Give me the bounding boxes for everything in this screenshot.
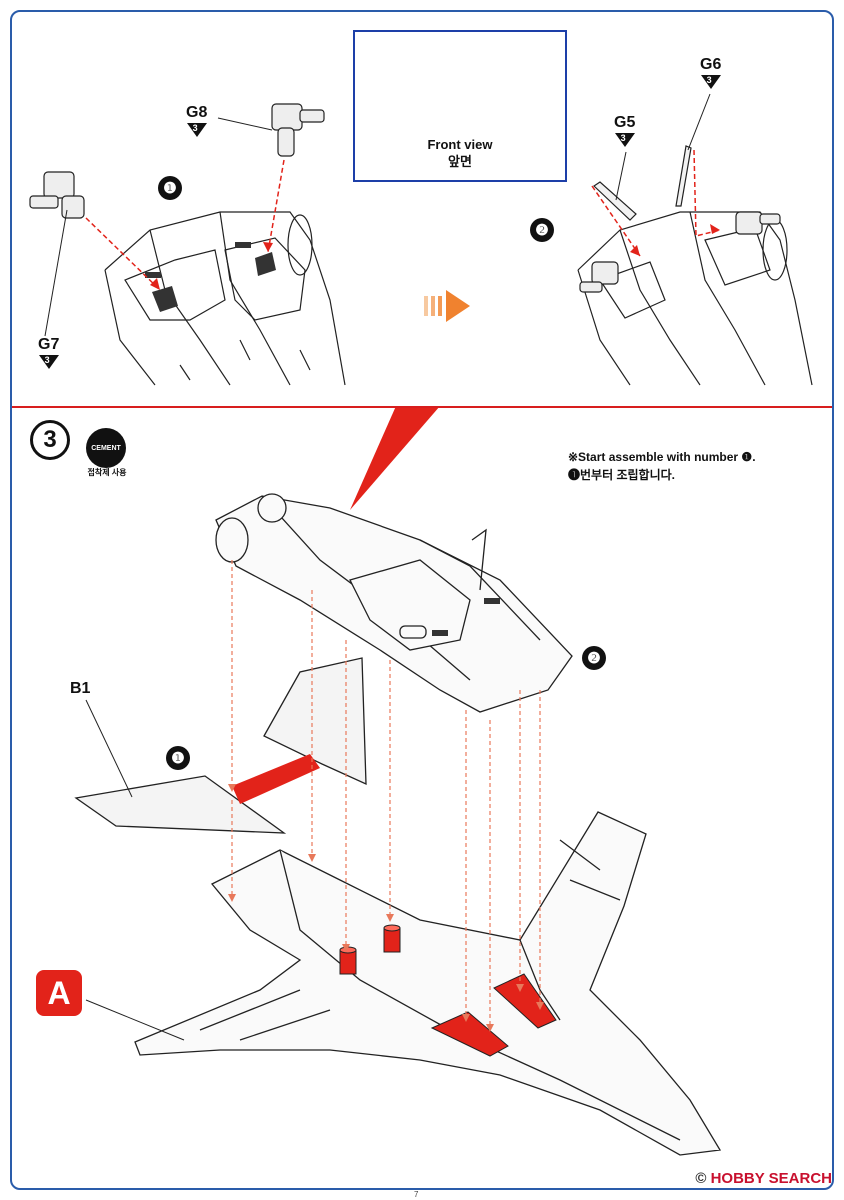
assembly-guide-arrowheads [228, 784, 544, 1032]
top-left-cockpit-drawing [104, 211, 346, 386]
b1-tail-parts [74, 657, 367, 834]
top-left-leader-lines [44, 117, 273, 337]
runner-marker-icon: 3 [186, 123, 207, 137]
upper-fuselage-part [215, 493, 573, 713]
b1-label: B1 [70, 680, 91, 697]
section-divider [12, 406, 832, 408]
assembly-guide-lines [231, 560, 541, 1030]
zoom-pointer-wedge [350, 406, 440, 510]
page-number: 7 [414, 1190, 419, 1199]
g5-g6-rods [593, 145, 692, 221]
top-right-arrowheads [630, 224, 720, 256]
part-label-g8: G8 3 [186, 104, 207, 137]
step-number-badge: 3 [30, 420, 70, 460]
cement-caption: 접착제 사용 [87, 468, 127, 477]
assembly-note: ※Start assemble with number ❶. ❶번부터 조립합니… [568, 448, 756, 484]
watermark: © HOBBY SEARCH [695, 1170, 832, 1187]
sub-step-1-marker: ❶ [158, 176, 182, 200]
sub-step-2-marker: ❷ [530, 218, 554, 242]
part-label-g6: G6 3 [700, 56, 721, 89]
front-view-inset: Front view 앞면 [353, 30, 567, 182]
top-left-seat-marks [145, 242, 276, 312]
g8-label: G8 [186, 104, 208, 121]
fuselage-posts [339, 924, 401, 975]
g8-part-drawing [271, 103, 325, 157]
watermark-brand: HOBBY SEARCH [710, 1170, 832, 1187]
g7-label: G7 [38, 336, 60, 353]
front-view-caption: Front view 앞면 [355, 136, 565, 170]
cement-icon: CEMENT [86, 428, 126, 468]
fuselage-red-fins [430, 973, 557, 1057]
a-leader-line [85, 999, 185, 1041]
runner-marker-icon: 3 [700, 75, 721, 89]
assembly-note-en: ※Start assemble with number ❶. [568, 450, 756, 464]
g7-part-drawing [29, 171, 85, 219]
fuselage-step-2-marker: ❷ [582, 646, 606, 670]
g6-runner: 3 [706, 75, 712, 85]
runner-marker-icon: 3 [38, 355, 59, 369]
runner-marker-icon: 3 [614, 133, 635, 147]
part-label-g7: G7 3 [38, 336, 59, 369]
g5-label: G5 [614, 114, 636, 131]
b1-leader-line [85, 699, 133, 798]
front-view-title: Front view [427, 137, 493, 152]
tail-spar-highlight [232, 754, 320, 804]
section-a-badge: A [36, 970, 82, 1016]
part-label-g5: G5 3 [614, 114, 635, 147]
top-right-seats [579, 211, 781, 293]
tail-step-1-marker: ❶ [166, 746, 190, 770]
copyright-mark: © [695, 1170, 707, 1187]
assembly-note-ko: ❶번부터 조립합니다. [568, 468, 675, 482]
next-step-arrow [424, 290, 470, 322]
top-left-guide-arrows [85, 159, 285, 291]
top-left-arrowheads [150, 242, 273, 290]
front-view-title-ko: 앞면 [448, 154, 472, 169]
g8-runner: 3 [192, 123, 198, 133]
top-right-cockpit-drawing [577, 211, 813, 386]
upper-fuselage-details [432, 598, 500, 636]
top-right-guide-arrows [591, 149, 721, 257]
g5-runner: 3 [620, 133, 626, 143]
top-right-leader-lines [615, 93, 711, 201]
g6-label: G6 [700, 56, 722, 73]
g7-runner: 3 [44, 355, 50, 365]
lower-fuselage-wing [134, 811, 722, 1156]
page-frame [10, 10, 834, 1190]
